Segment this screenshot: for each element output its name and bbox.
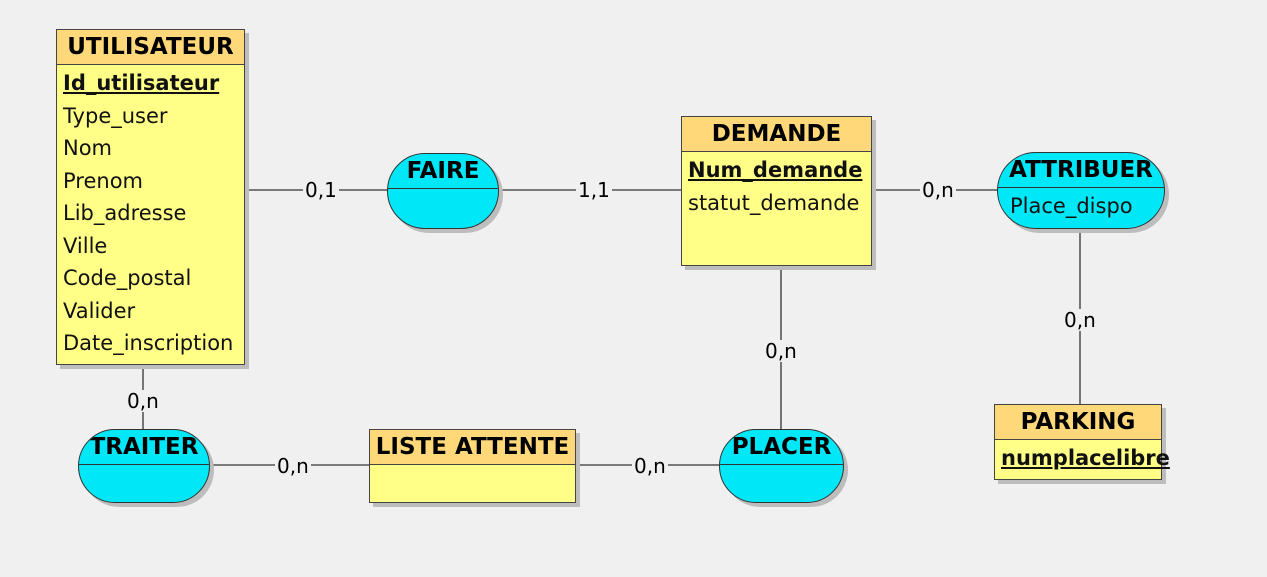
primary-key: numplacelibre [1001, 446, 1170, 470]
cardinality-label: 1,1 [576, 178, 612, 202]
attribute-list: Id_utilisateur Type_user Nom Prenom Lib_… [57, 65, 244, 360]
attribute: Nom [63, 136, 113, 160]
entity-title: UTILISATEUR [57, 30, 244, 65]
attribute: Place_dispo [1010, 194, 1133, 218]
entity-parking[interactable]: PARKING numplacelibre [994, 404, 1170, 480]
cardinality-label: 0,n [275, 454, 311, 478]
entity-title: LISTE ATTENTE [370, 430, 575, 465]
association-placer[interactable]: PLACER [719, 429, 844, 503]
attribute-list: Num_demande statut_demande [682, 152, 871, 219]
entity-demande[interactable]: DEMANDE Num_demande statut_demande [681, 116, 872, 266]
cardinality-label: 0,n [920, 178, 956, 202]
association-title: ATTRIBUER [998, 153, 1164, 188]
association-faire[interactable]: FAIRE [387, 153, 499, 229]
attribute: Valider [63, 298, 136, 323]
association-attribuer[interactable]: ATTRIBUER Place_dispo [997, 152, 1165, 229]
cardinality-label: 0,n [763, 339, 799, 363]
association-traiter[interactable]: TRAITER [78, 429, 210, 503]
attribute: Type_user [63, 103, 168, 128]
association-title: FAIRE [388, 154, 498, 189]
attribute: Date_inscription [63, 331, 234, 355]
attribute-list: numplacelibre [995, 440, 1170, 475]
attribute: Lib_adresse [63, 201, 187, 225]
attribute: Prenom [63, 168, 144, 193]
primary-key: Id_utilisateur [63, 71, 220, 95]
entity-title: PARKING [995, 405, 1161, 440]
entity-liste-attente[interactable]: LISTE ATTENTE [369, 429, 576, 503]
attribute-list: Place_dispo [998, 188, 1164, 223]
cardinality-label: 0,n [125, 389, 161, 413]
cardinality-label: 0,n [632, 454, 668, 478]
entity-title: DEMANDE [682, 117, 871, 152]
primary-key: Num_demande [688, 158, 863, 182]
entity-utilisateur[interactable]: UTILISATEUR Id_utilisateur Type_user Nom… [56, 29, 245, 365]
cardinality-label: 0,1 [303, 178, 339, 202]
association-title: PLACER [720, 430, 843, 465]
association-title: TRAITER [79, 430, 209, 465]
attribute: statut_demande [688, 190, 860, 215]
attribute: Code_postal [63, 266, 192, 290]
cardinality-label: 0,n [1062, 308, 1098, 332]
attribute: Ville [63, 233, 108, 258]
